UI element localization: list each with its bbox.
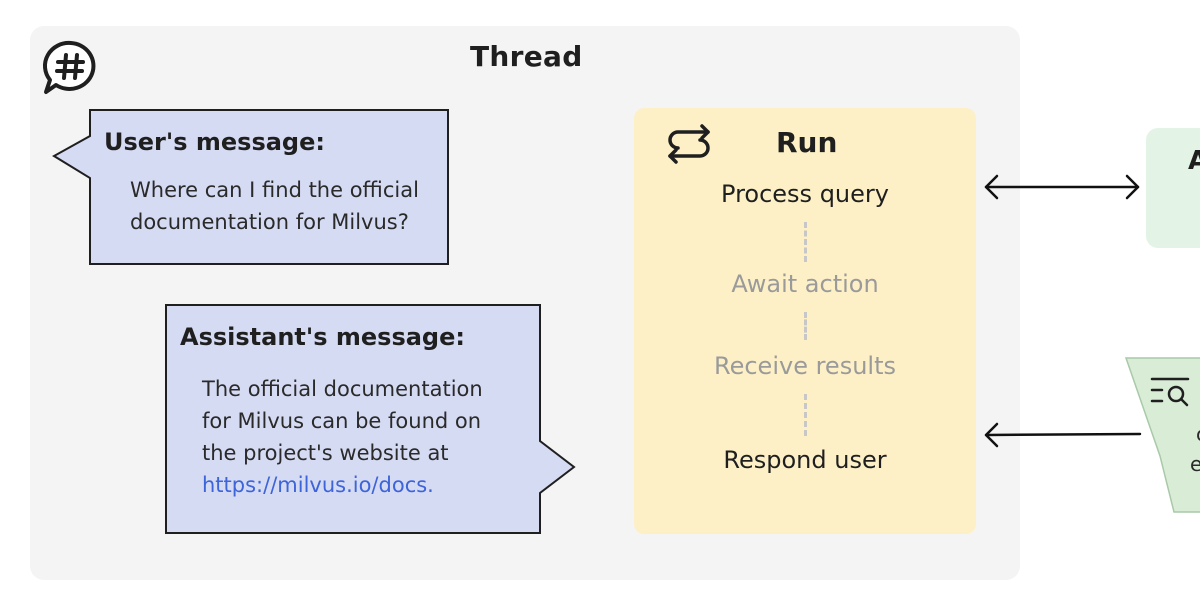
assistant-message-line: for Milvus can be found on: [202, 409, 482, 433]
tool-box-text-2: e: [1190, 452, 1200, 476]
tool-box-partial: c e: [1124, 356, 1200, 514]
user-message-bubble: User's message: Where can I find the off…: [52, 108, 452, 268]
assistant-box-label: A: [1188, 146, 1200, 176]
user-message-line: documentation for Milvus?: [130, 210, 409, 234]
hash-chat-icon: [42, 40, 96, 94]
assistant-box-partial: A: [1146, 128, 1200, 248]
run-panel: Run Process query Await action Receive r…: [634, 108, 976, 534]
step-connector: [804, 394, 810, 436]
user-message-text: Where can I find the official documentat…: [130, 174, 419, 238]
step-receive-results: Receive results: [714, 352, 896, 380]
step-connector: [804, 222, 810, 262]
assistant-message-text: The official documentation for Milvus ca…: [202, 373, 483, 501]
assistant-message-line: the project's website at: [202, 441, 449, 465]
assistant-message-bubble: Assistant's message: The official docume…: [164, 303, 578, 537]
thread-title: Thread: [470, 40, 583, 73]
search-list-icon: [1150, 377, 1190, 407]
tool-box-text-1: c: [1196, 422, 1200, 446]
user-message-heading: User's message:: [104, 128, 325, 156]
assistant-bubble-shape: [165, 304, 576, 534]
loop-arrows-icon: [668, 124, 710, 164]
assistant-message-line: The official documentation: [202, 377, 483, 401]
docs-link[interactable]: https://milvus.io/docs.: [202, 473, 434, 497]
user-bubble-shape: [52, 109, 449, 265]
assistant-message-heading: Assistant's message:: [180, 323, 465, 351]
step-connector: [804, 312, 810, 340]
step-respond-user: Respond user: [723, 446, 887, 474]
user-message-line: Where can I find the official: [130, 178, 419, 202]
arrow-head-right: [1125, 174, 1140, 200]
run-title: Run: [776, 126, 838, 159]
step-await-action: Await action: [731, 270, 879, 298]
step-process-query: Process query: [721, 180, 889, 208]
